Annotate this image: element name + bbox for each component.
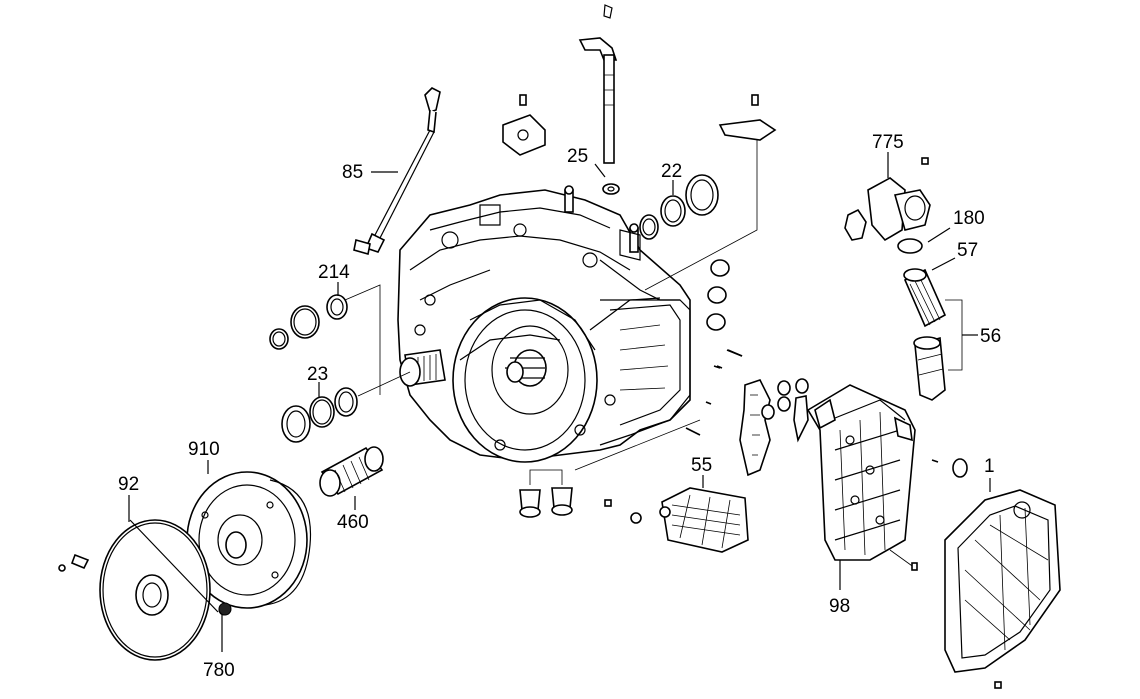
part-910-torque-converter	[186, 460, 312, 616]
label-98: 98	[829, 596, 850, 617]
label-460: 460	[337, 512, 369, 533]
part-1-oil-pan	[944, 478, 1061, 689]
part-460-bellows	[319, 446, 384, 510]
part-214-rings	[269, 282, 381, 395]
label-23: 23	[307, 364, 328, 385]
plugs	[519, 419, 701, 518]
label-56: 56	[980, 326, 1001, 347]
label-180: 180	[953, 208, 985, 229]
label-85: 85	[342, 162, 363, 183]
part-98-valve-body	[806, 384, 939, 590]
part-23-seals	[281, 371, 411, 443]
gasket-valve	[739, 378, 809, 477]
callout-labels: 85 214 23 910 92 460 780 25 22 55 775 18…	[118, 132, 1001, 681]
label-57: 57	[957, 240, 978, 261]
part-180-o-ring	[897, 227, 951, 254]
label-910: 910	[188, 439, 220, 460]
o-rings-middle	[685, 259, 743, 436]
o-ring-right	[952, 458, 968, 478]
label-780: 780	[203, 660, 235, 681]
part-92-flex-plate	[58, 495, 219, 661]
transmission-housing	[397, 185, 691, 463]
bracket-top	[502, 94, 777, 291]
pins	[716, 349, 743, 369]
label-214: 214	[318, 262, 350, 283]
part-57-filter-element	[903, 257, 956, 328]
label-92: 92	[118, 474, 139, 495]
part-775-filter-housing	[844, 152, 931, 242]
part-85-sensor	[353, 87, 441, 256]
part-56-filter-cup	[913, 299, 978, 401]
part-780-bolt	[218, 602, 232, 652]
label-22: 22	[661, 161, 682, 182]
part-25-shift-shaft	[578, 4, 620, 195]
part-55-filter	[604, 475, 749, 553]
label-1: 1	[984, 456, 995, 477]
label-775: 775	[872, 132, 904, 153]
label-55: 55	[691, 455, 712, 476]
part-22-seals	[639, 174, 719, 240]
label-25: 25	[567, 146, 588, 167]
